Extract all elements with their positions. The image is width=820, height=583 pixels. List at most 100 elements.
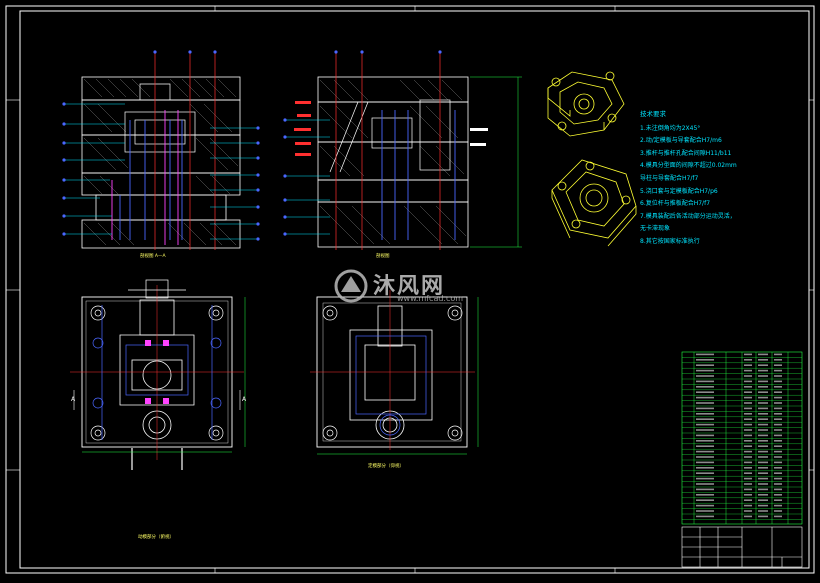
parts-list-cell-text xyxy=(758,494,768,496)
parts-list-cell-text xyxy=(744,456,752,458)
section-mark-right: A xyxy=(242,396,247,403)
parts-list-cell-text xyxy=(774,369,782,372)
parts-list-cell-text xyxy=(744,483,752,485)
parts-list-cell-text xyxy=(744,423,752,426)
parts-list-cell-text xyxy=(744,434,752,437)
caption-moving-half: 动模部分（俯视） xyxy=(138,535,174,540)
parts-list-cell-text xyxy=(744,359,752,361)
parts-list-cell-text xyxy=(774,418,782,420)
parts-list-cell-text xyxy=(744,440,752,442)
parts-list-cell-text xyxy=(696,423,714,426)
parts-list-cell-text xyxy=(744,510,752,512)
parts-list-cell-text xyxy=(774,488,782,491)
parts-list-cell-text xyxy=(758,504,768,507)
technical-note-line: 导柱与导套配合H7/f7 xyxy=(640,174,699,182)
parts-list-cell-text xyxy=(744,488,752,491)
parts-list-cell-text xyxy=(774,380,782,383)
parts-list-cell-text xyxy=(696,477,714,480)
parts-list-cell-text xyxy=(774,359,782,361)
parts-list-cell-text xyxy=(696,369,714,372)
parts-list-cell-text xyxy=(774,483,782,485)
parts-list-cell-text xyxy=(758,434,768,437)
parts-list-cell-text xyxy=(744,418,752,420)
parts-list-cell-text xyxy=(758,472,768,474)
caption-fixed-half: 定模部分（仰视） xyxy=(368,464,404,469)
parts-list-cell-text xyxy=(758,418,768,420)
part-isometric-top xyxy=(547,71,625,137)
caption-section-bb: 剖视图 xyxy=(376,254,390,259)
parts-list-cell-text xyxy=(758,369,768,372)
parts-list-cell-text xyxy=(696,510,714,512)
parts-list-cell-text xyxy=(696,483,714,485)
frame-zone-ticks xyxy=(6,6,814,573)
parts-list-cell-text xyxy=(744,396,752,399)
technical-note-line: 2.动/定模板与导套配合H7/m6 xyxy=(640,137,722,145)
technical-note-line: 8.其它按国家标准执行 xyxy=(640,237,700,245)
parts-list-cell-text xyxy=(774,445,782,447)
parts-list-cell-text xyxy=(696,396,714,399)
parts-list-cell-text xyxy=(758,483,768,485)
parts-list-cell-text xyxy=(696,450,714,453)
parts-list-cell-text xyxy=(758,456,768,458)
technical-note-line: 1.未注倒角均为2X45° xyxy=(640,124,701,132)
parts-list-cell-text xyxy=(696,504,714,507)
parts-list-cell-text xyxy=(774,472,782,474)
parts-list-cell-text xyxy=(744,504,752,507)
watermark-logo-text: 沐风网 xyxy=(373,274,446,299)
parts-list-cell-text xyxy=(758,429,768,431)
parts-list-cell-text xyxy=(774,353,782,356)
parts-list-cell-text xyxy=(774,450,782,453)
parts-list-cell-text xyxy=(758,445,768,447)
parts-list-cell-text xyxy=(758,391,768,393)
parts-list-cell-text xyxy=(696,418,714,420)
technical-notes-title: 技术要求 xyxy=(640,110,666,118)
parts-list-cell-text xyxy=(744,494,752,496)
parts-list-cell-text xyxy=(696,499,714,501)
title-block xyxy=(681,526,803,568)
parts-list-cell-text xyxy=(744,413,752,415)
parts-list-cell-text xyxy=(774,391,782,393)
parts-list-cell-text xyxy=(774,375,782,377)
parts-list-cell-text xyxy=(744,391,752,393)
parts-list-cell-text xyxy=(744,461,752,464)
parts-list-cell-text xyxy=(758,515,768,518)
parts-list-cell-text xyxy=(696,456,714,458)
parts-list-cell-text xyxy=(774,477,782,480)
parts-list-cell-text xyxy=(696,488,714,491)
parts-list-cell-text xyxy=(774,504,782,507)
parts-list-cell-text xyxy=(774,386,782,388)
parts-list-cell-text xyxy=(758,364,768,366)
parts-list-cell-text xyxy=(696,353,714,356)
parts-list-cell-text xyxy=(774,494,782,496)
parts-list-cell-text xyxy=(744,380,752,383)
parts-list-cell-text xyxy=(774,407,782,410)
parts-list-cell-text xyxy=(744,407,752,410)
parts-list-cell-text xyxy=(774,402,782,404)
parts-list-cell-text xyxy=(696,391,714,393)
parts-list-cell-text xyxy=(696,407,714,410)
parts-list-cell-text xyxy=(696,402,714,404)
parts-list-cell-text xyxy=(774,515,782,518)
section-view-bb xyxy=(283,50,522,250)
parts-list-cell-text xyxy=(758,402,768,404)
parts-list-cell-text xyxy=(758,510,768,512)
parts-list-cell-text xyxy=(758,359,768,361)
parts-list-cell-text xyxy=(696,386,714,388)
parts-list-cell-text xyxy=(774,413,782,415)
parts-list-cell-text xyxy=(758,440,768,442)
parts-list-cell-text xyxy=(758,386,768,388)
parts-list-cell-text xyxy=(758,477,768,480)
parts-list-cell-text xyxy=(744,467,752,469)
parts-list-cell-text xyxy=(696,461,714,464)
parts-list-cell-text xyxy=(758,499,768,501)
parts-list-cell-text xyxy=(774,456,782,458)
watermark-logo-icon xyxy=(334,269,368,303)
parts-list-cell-text xyxy=(744,445,752,447)
parts-list-cell-text xyxy=(696,515,714,518)
parts-list-cell-text xyxy=(744,472,752,474)
parts-list-cell-text xyxy=(758,413,768,415)
parts-list-cell-text xyxy=(758,467,768,469)
parts-list-cell-text xyxy=(696,440,714,442)
parts-list-cell-text xyxy=(744,499,752,501)
